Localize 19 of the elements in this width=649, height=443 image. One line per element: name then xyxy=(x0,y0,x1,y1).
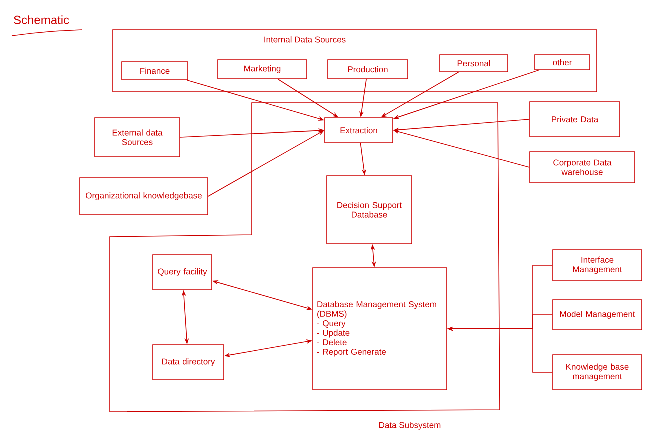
process-box: Decision Support Database xyxy=(326,176,412,244)
process-box: Interface Management xyxy=(552,250,642,282)
process-box: Knowledge base management xyxy=(552,354,642,390)
process-box: Production xyxy=(328,60,408,80)
process-box: Data directory xyxy=(152,344,224,380)
process-box: External data Sources xyxy=(94,118,180,158)
process-box: Organizational knowledgebase xyxy=(80,178,208,216)
process-box: Model Management xyxy=(552,300,642,330)
process-box: Marketing xyxy=(218,60,308,80)
process-box: Private Data xyxy=(530,102,620,138)
process-box: Query facility xyxy=(152,254,212,290)
title: Schematic xyxy=(14,16,70,24)
process-box: other xyxy=(534,54,590,70)
process-box: Finance xyxy=(122,62,188,80)
node-label: Data Subsystem xyxy=(380,422,441,430)
process-box: Corporate Data warehouse xyxy=(530,152,636,184)
process-box: Extraction xyxy=(324,118,394,144)
process-box: Personal xyxy=(440,54,508,72)
process-box: Database Management System (DBMS) - Query - Update - Delete - Report Generate xyxy=(312,268,448,390)
